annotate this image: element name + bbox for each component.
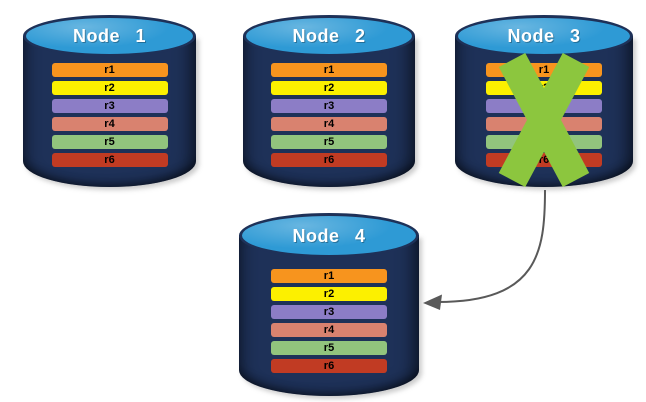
- record-list: r1 r2 r3 r4 r5 r6: [271, 269, 387, 373]
- record-bar-r1: r1: [271, 63, 387, 77]
- record-bar-r6: r6: [271, 153, 387, 167]
- cylinder-top: Node 2: [243, 15, 415, 57]
- record-bar-r5: r5: [271, 135, 387, 149]
- record-bar-r6: r6: [51, 153, 168, 167]
- cylinder-top: Node 4: [239, 213, 419, 258]
- node-title: Node 4: [292, 225, 366, 246]
- x-mark-icon: [498, 52, 590, 188]
- node-4: Node 4 r1 r2 r3 r4 r5 r6: [239, 213, 419, 396]
- node-title: Node 2: [292, 26, 366, 46]
- record-bar-r2: r2: [51, 81, 168, 95]
- record-bar-r2: r2: [271, 81, 387, 95]
- record-bar-r4: r4: [271, 323, 387, 337]
- arrow-curve: [437, 189, 546, 303]
- record-bar-r4: r4: [271, 117, 387, 131]
- cylinder-top: Node 1: [23, 15, 196, 57]
- record-bar-r1: r1: [271, 269, 387, 283]
- record-bar-r3: r3: [271, 305, 387, 319]
- record-bar-r5: r5: [51, 135, 168, 149]
- record-list: r1 r2 r3 r4 r5 r6: [271, 63, 387, 167]
- node-1: Node 1 r1 r2 r3 r4 r5 r6: [23, 15, 196, 187]
- record-list: r1 r2 r3 r4 r5 r6: [51, 63, 168, 167]
- cylinder-top: Node 3: [455, 15, 633, 57]
- arrow-head-icon: [423, 294, 442, 310]
- node-title: Node 3: [507, 26, 581, 46]
- record-bar-r3: r3: [51, 99, 168, 113]
- record-bar-r3: r3: [271, 99, 387, 113]
- record-bar-r6: r6: [271, 359, 387, 373]
- record-bar-r4: r4: [51, 117, 168, 131]
- record-bar-r5: r5: [271, 341, 387, 355]
- node-title: Node 1: [72, 26, 146, 46]
- node-2: Node 2 r1 r2 r3 r4 r5 r6: [243, 15, 415, 187]
- record-bar-r2: r2: [271, 287, 387, 301]
- record-bar-r1: r1: [51, 63, 168, 77]
